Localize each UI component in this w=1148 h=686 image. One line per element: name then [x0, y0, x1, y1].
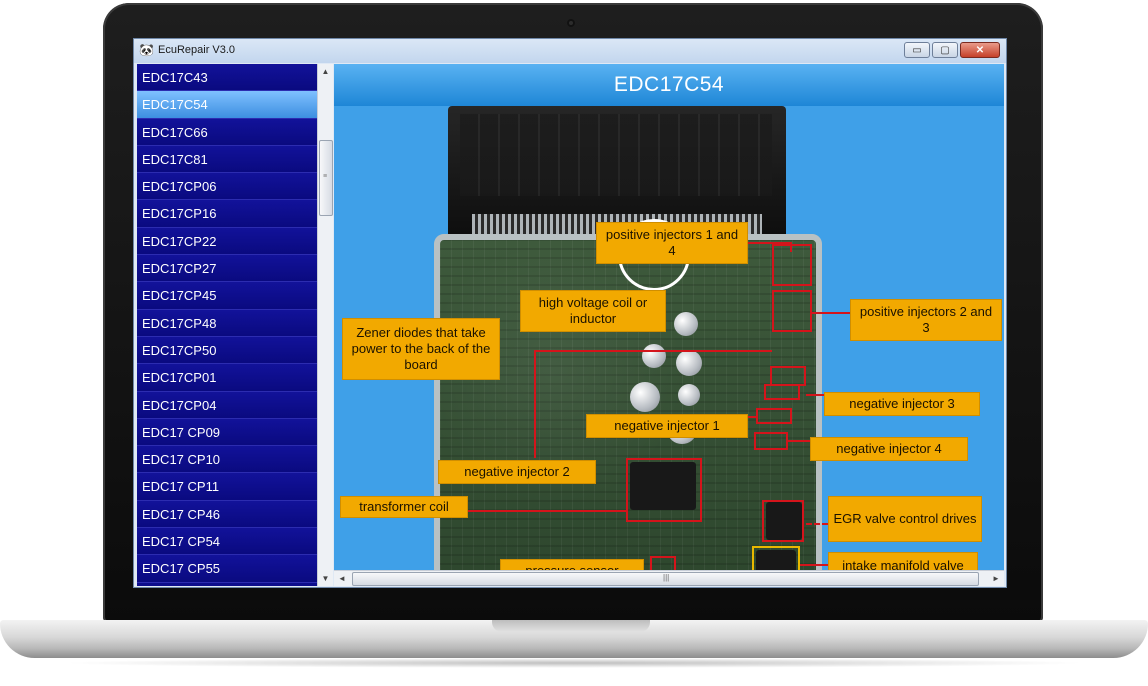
- title-bar[interactable]: 🐼 EcuRepair V3.0 ▭ ▢ ✕: [134, 39, 1006, 63]
- leader-line: [534, 350, 772, 352]
- leader-line: [790, 242, 792, 252]
- leader-line: [788, 440, 810, 442]
- label-zener-diodes: Zener diodes that take power to the back…: [342, 318, 500, 380]
- ecu-list-item[interactable]: EDC17CP04: [137, 391, 333, 419]
- capacitor: [676, 350, 702, 376]
- ecu-list-item[interactable]: EDC17 CP55: [137, 555, 333, 583]
- neg-inj-4-box: [754, 432, 788, 450]
- grip-icon: ≡: [323, 173, 328, 180]
- ecu-list-item[interactable]: EDC17C54: [137, 91, 333, 119]
- transformer-chip: [630, 462, 696, 510]
- capacitor: [674, 312, 698, 336]
- label-egr-valve: EGR valve control drives: [828, 496, 982, 542]
- ecu-list-item[interactable]: EDC17CP27: [137, 255, 333, 283]
- minimize-button[interactable]: ▭: [904, 42, 930, 58]
- ecu-list-item[interactable]: EDC17C81: [137, 145, 333, 174]
- egr-box: [762, 500, 804, 542]
- window-title: EcuRepair V3.0: [158, 44, 236, 56]
- ecu-list-item[interactable]: EDC17CP22: [137, 227, 333, 256]
- maximize-button[interactable]: ▢: [932, 42, 958, 58]
- close-button[interactable]: ✕: [960, 42, 1000, 58]
- label-hv-coil: high voltage coil or inductor: [520, 290, 666, 332]
- label-positive-injectors-1-4: positive injectors 1 and 4: [596, 222, 748, 264]
- ecu-list-item[interactable]: EDC17 CP10: [137, 446, 333, 474]
- h-scroll-thumb[interactable]: |||: [352, 572, 979, 586]
- app-logo-icon: 🐼: [139, 43, 154, 57]
- label-negative-injector-2: negative injector 2: [438, 460, 596, 484]
- label-positive-injectors-2-3: positive injectors 2 and 3: [850, 299, 1002, 341]
- ecu-diagram-pane: EDC17C54: [334, 64, 1004, 570]
- ecu-list-item[interactable]: EDC17C66: [137, 118, 333, 146]
- capacitor: [630, 382, 660, 412]
- leader-line: [806, 394, 824, 396]
- leader-line: [468, 510, 628, 512]
- label-negative-injector-4: negative injector 4: [810, 437, 968, 461]
- pressure-box: [650, 556, 676, 570]
- ecu-list-item[interactable]: EDC17CP45: [137, 282, 333, 310]
- neg-inj-1-box: [756, 408, 792, 424]
- leader-line: [806, 523, 828, 525]
- pos-inj-23-box: [772, 290, 812, 332]
- ecu-list-item[interactable]: EDC17 CP11: [137, 473, 333, 501]
- neg-inj-3-box: [770, 366, 806, 386]
- webcam-icon: [567, 19, 575, 27]
- ecu-list-item[interactable]: EDC17CP16: [137, 200, 333, 228]
- capacitor: [678, 384, 700, 406]
- ecu-list-item[interactable]: EDC17C43: [137, 64, 333, 92]
- egr-chip: [766, 502, 802, 540]
- scroll-right-icon[interactable]: ►: [992, 574, 1000, 583]
- grip-icon: |||: [663, 573, 670, 582]
- vertical-scrollbar[interactable]: ▲ ≡ ▼: [317, 64, 333, 586]
- ecu-list-item[interactable]: EDC17CP01: [137, 364, 333, 392]
- leader-line: [748, 242, 792, 244]
- window-controls: ▭ ▢ ✕: [904, 42, 1000, 58]
- scroll-thumb[interactable]: ≡: [319, 140, 333, 216]
- connector-slots: [460, 114, 772, 196]
- intake-chip: [756, 550, 796, 570]
- laptop-shadow: [60, 658, 1088, 668]
- scroll-left-icon[interactable]: ◄: [338, 574, 346, 583]
- pos-inj-14-box: [772, 244, 812, 286]
- transformer-box: [626, 458, 702, 522]
- label-pressure-sensor: pressure sensor: [500, 559, 644, 570]
- scroll-down-icon[interactable]: ▼: [321, 574, 330, 583]
- diagram-title: EDC17C54: [334, 64, 1004, 106]
- ecu-list-item[interactable]: EDC17 CP54: [137, 528, 333, 556]
- leader-line: [812, 312, 850, 314]
- label-intake-manifold: intake manifold valve control drive: [828, 552, 978, 570]
- scroll-up-icon[interactable]: ▲: [321, 67, 330, 76]
- horizontal-scrollbar[interactable]: ◄ ||| ►: [334, 570, 1004, 586]
- ecu-list-item[interactable]: EDC17CP48: [137, 309, 333, 337]
- ecu-list-item[interactable]: EDC17CP06: [137, 173, 333, 201]
- leader-line: [800, 564, 828, 566]
- intake-box: [752, 546, 800, 570]
- leader-line: [534, 350, 536, 458]
- neg-inj-3-box-b: [764, 384, 800, 400]
- label-transformer-coil: transformer coil: [340, 496, 468, 518]
- ecu-list-item[interactable]: EDC17 CP09: [137, 418, 333, 447]
- capacitor: [642, 344, 666, 368]
- laptop-notch: [492, 620, 650, 632]
- label-negative-injector-1: negative injector 1: [586, 414, 748, 438]
- ecu-list-item[interactable]: EDC17 CP46: [137, 500, 333, 529]
- label-negative-injector-3: negative injector 3: [824, 392, 980, 416]
- ecu-list-item[interactable]: EDC17CP50: [137, 336, 333, 365]
